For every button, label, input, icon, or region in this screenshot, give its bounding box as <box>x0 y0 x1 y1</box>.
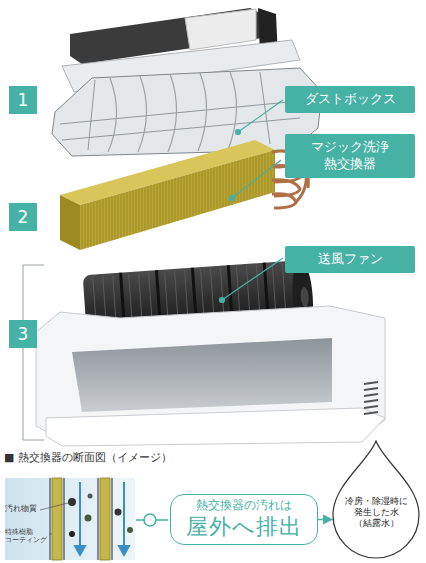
node-text: マジック洗浄 熱交換器 <box>302 139 398 173</box>
fan-hub <box>300 287 309 308</box>
node-text: 3 <box>18 320 29 348</box>
part-label: マジック洗浄 熱交換器 <box>285 134 415 178</box>
drop-shape <box>333 441 419 558</box>
indoor-unit-housing <box>36 306 385 446</box>
node-text: 冷房・除湿時に 発生した水 （結露水） <box>343 496 409 528</box>
flow-arrow <box>318 519 333 521</box>
node-text: 熱交換器の汚れは <box>196 498 292 514</box>
callout-number: 1 <box>9 86 37 114</box>
heat-exchanger-fins <box>80 150 275 250</box>
heat-exchanger-end <box>60 195 80 250</box>
section-heading: ■ 熱交換器の断面図（イメージ） <box>4 452 172 465</box>
fin <box>52 478 62 560</box>
cross-section-ground <box>5 478 135 560</box>
node-text: 1 <box>18 86 29 114</box>
link-line <box>156 519 168 521</box>
water-flow-arrows <box>75 482 129 555</box>
cross-section-image <box>5 478 168 560</box>
part-name: 汚れ物質 <box>5 505 37 514</box>
part-label: ダストボックス <box>285 86 415 113</box>
housing-lip <box>46 408 385 446</box>
part-name: 特殊樹脂 コーティング <box>5 528 49 544</box>
dust-box <box>52 68 322 156</box>
water-drop: 冷房・除湿時に 発生した水 （結露水） <box>332 440 420 560</box>
node-text: 2 <box>18 203 29 231</box>
filter-panel <box>185 9 256 50</box>
leader-lines <box>220 100 284 303</box>
dirt-particles <box>68 494 133 538</box>
callout-number: 2 <box>9 203 37 231</box>
part-label: 送風ファン <box>285 246 415 273</box>
dust-box-rails <box>60 72 310 150</box>
node-text: 屋外へ排出 <box>186 514 302 540</box>
group-bracket <box>23 265 44 440</box>
coating <box>50 478 112 560</box>
dust-box-grill <box>108 72 237 152</box>
link-circle <box>144 514 156 526</box>
heat-exchanger-front <box>80 150 275 250</box>
info-box: 熱交換器の汚れは屋外へ排出 <box>170 494 318 545</box>
node-text: ダストボックス <box>305 91 396 108</box>
label-leaders <box>40 503 68 534</box>
housing-cavity <box>72 338 332 412</box>
link-line <box>136 519 144 521</box>
housing-vents <box>364 382 378 414</box>
dust-box-frame <box>52 68 322 156</box>
node-text: 送風ファン <box>318 251 383 268</box>
callout-number: 3 <box>9 320 37 348</box>
fin <box>100 478 110 560</box>
heat-exchanger <box>60 140 308 250</box>
